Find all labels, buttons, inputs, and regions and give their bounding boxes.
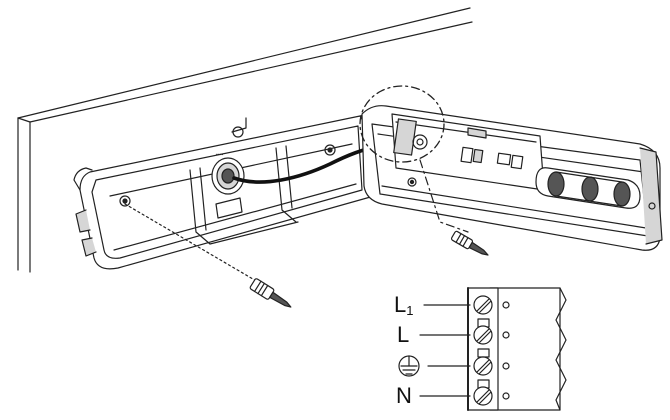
terminal-screw-icon <box>473 356 510 376</box>
screw-icon <box>249 278 292 308</box>
detail-leader <box>419 159 469 233</box>
luminaire-base: ▪▪▪▪ <box>73 115 375 270</box>
terminal-screw-icon <box>473 295 510 315</box>
terminal-label-n: N <box>396 383 412 408</box>
screw-icon <box>450 230 489 256</box>
terminal-label-l: L <box>397 322 410 347</box>
terminal-screw-icon <box>473 325 510 345</box>
terminal-screw-icon <box>473 386 510 406</box>
terminal-block-detail <box>419 287 567 411</box>
wall <box>17 7 473 273</box>
detail-circle <box>359 85 445 163</box>
terminal-label-l1: L1 <box>394 292 414 318</box>
svg-text:▪▪▪▪: ▪▪▪▪ <box>216 152 223 158</box>
supply-cable <box>232 144 380 184</box>
battery-pack <box>535 167 641 209</box>
gear-tray <box>361 105 663 251</box>
screw-path-left <box>124 203 259 283</box>
earth-ground-icon <box>398 355 420 377</box>
